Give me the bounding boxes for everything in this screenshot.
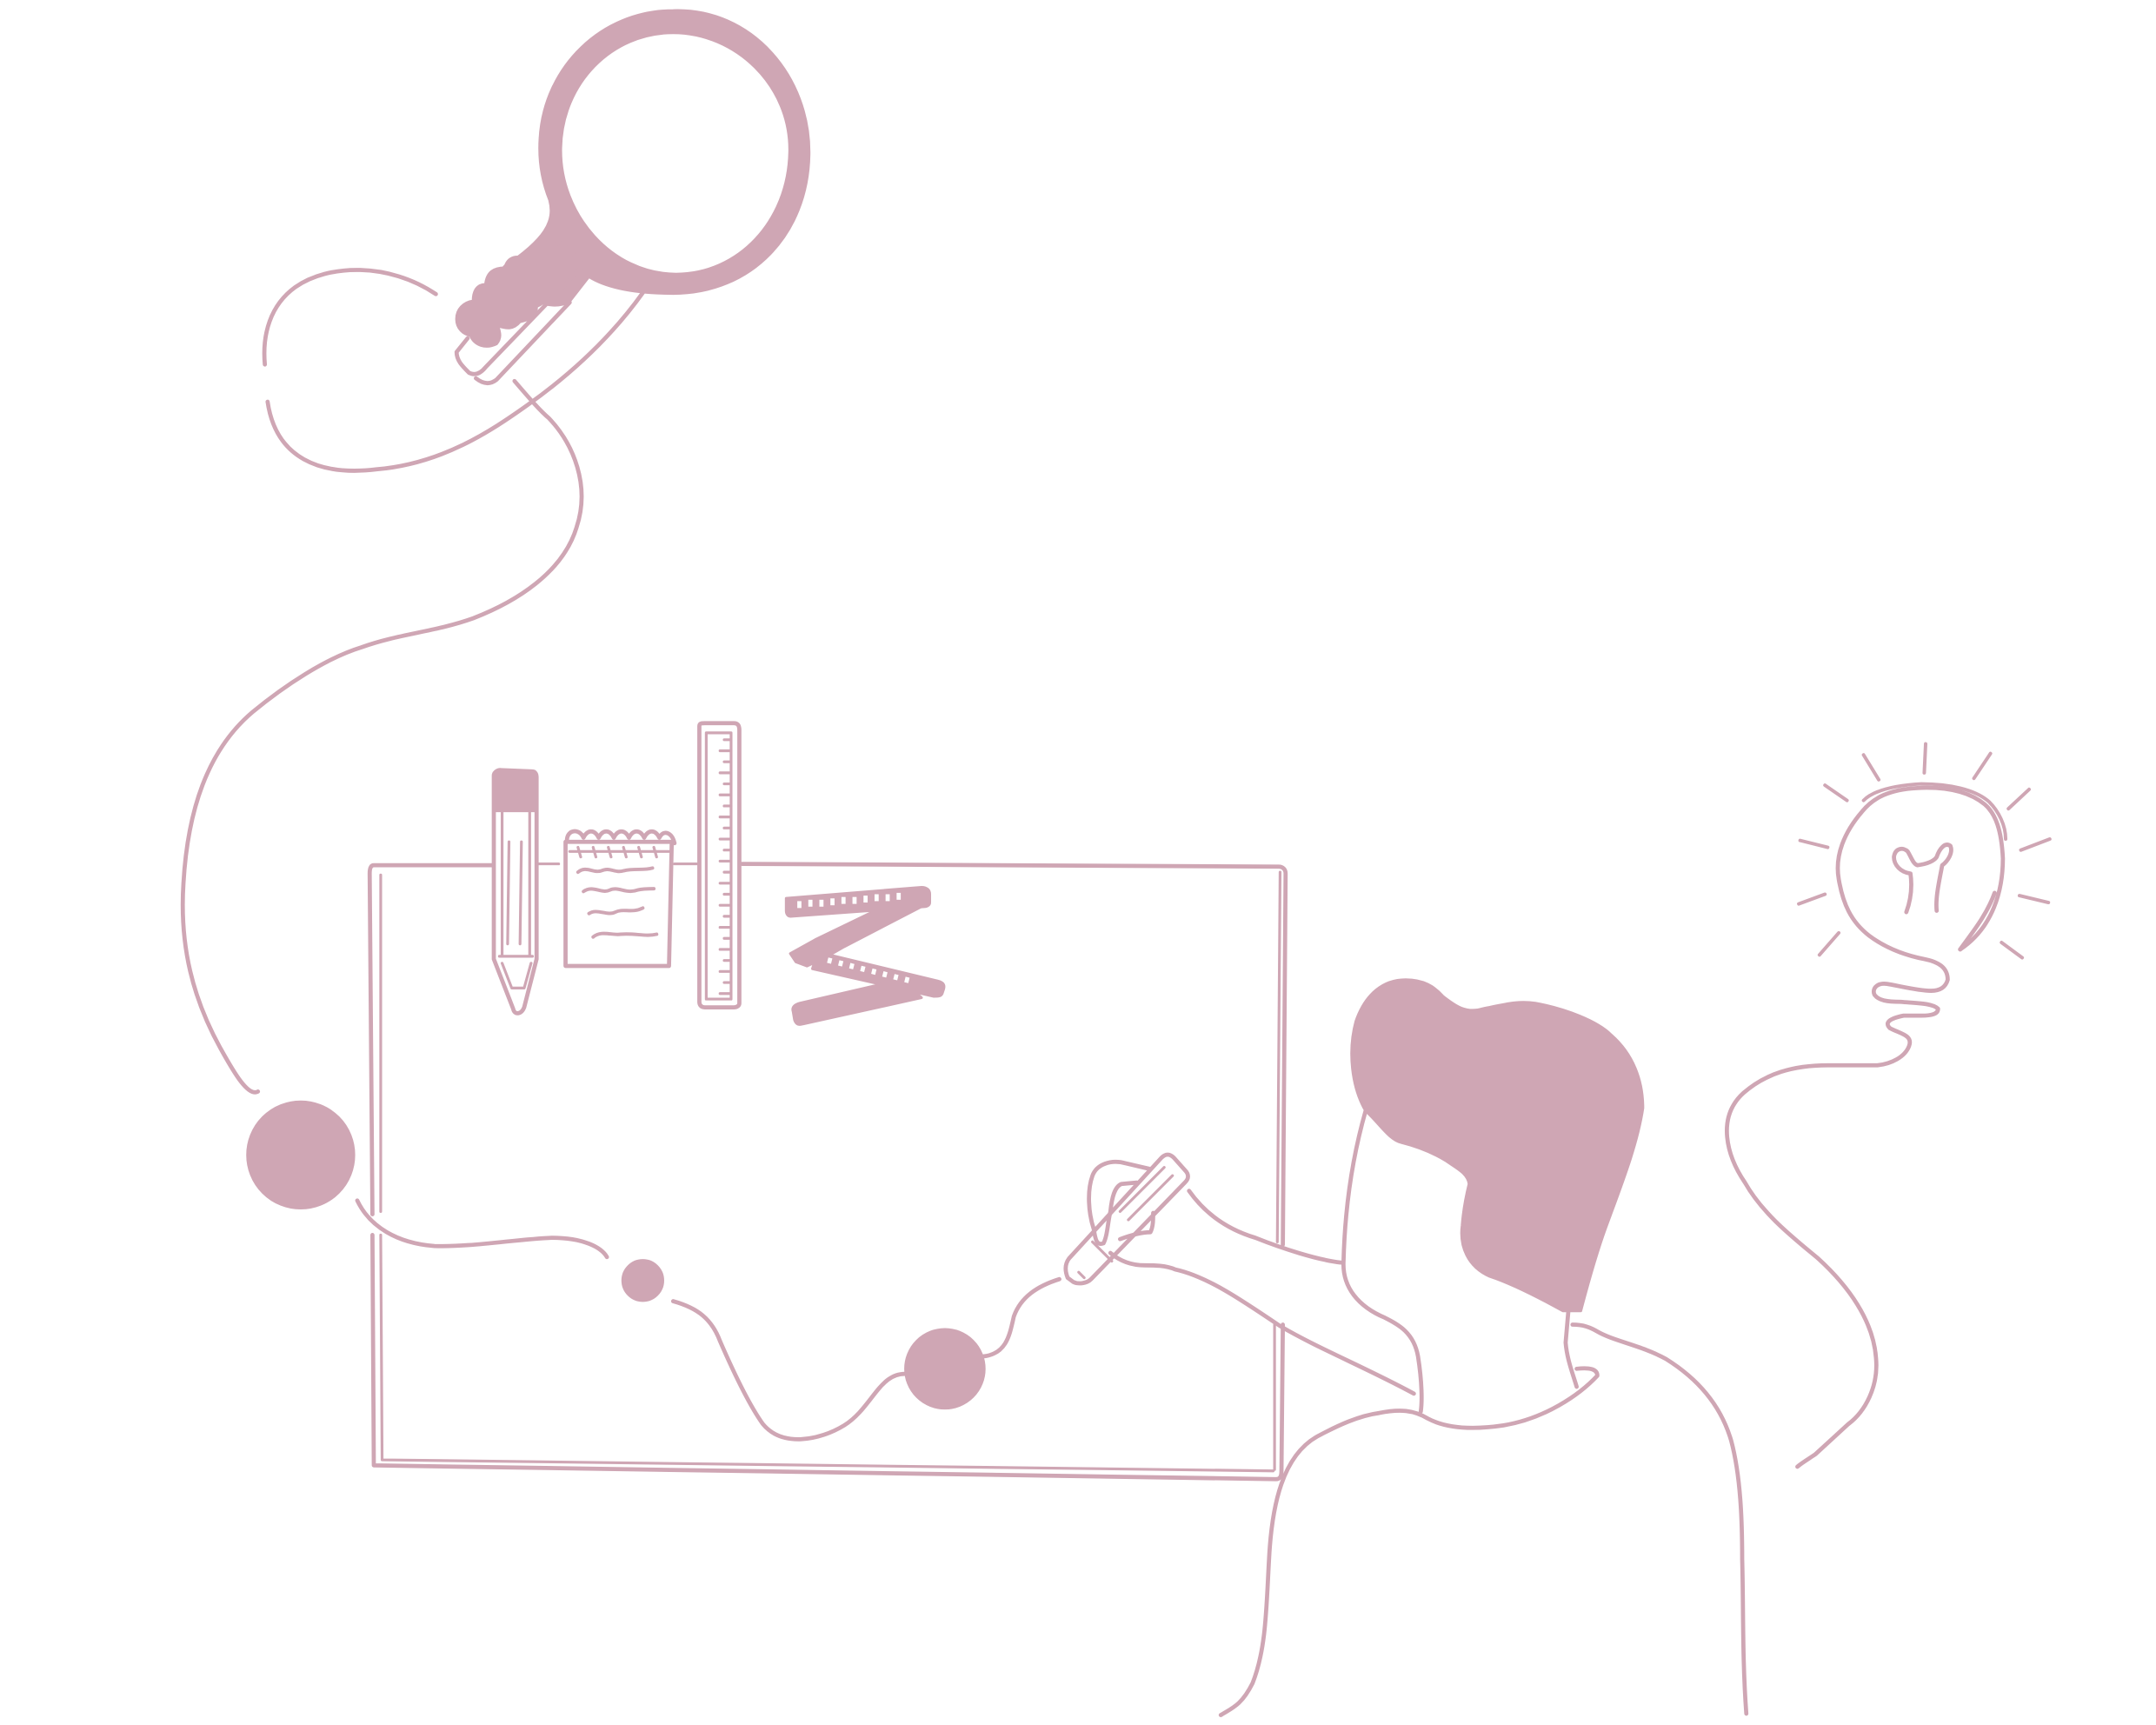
timeline xyxy=(246,1100,1061,1442)
lightbulb-icon xyxy=(1725,742,2052,1469)
connector-loop xyxy=(262,268,438,367)
milestone-mid xyxy=(904,1328,986,1410)
folding-ruler-icon xyxy=(784,885,946,1026)
pencil-icon xyxy=(491,768,539,1016)
whiteboard xyxy=(367,862,1288,1482)
person-figure xyxy=(1087,978,1749,1717)
marker-icon xyxy=(1063,1152,1190,1286)
milestone-start xyxy=(246,1100,356,1210)
notepad-icon xyxy=(563,829,677,969)
milestone-small xyxy=(621,1259,664,1302)
ruler-icon xyxy=(697,721,742,1009)
magnifying-glass-icon xyxy=(454,9,811,386)
